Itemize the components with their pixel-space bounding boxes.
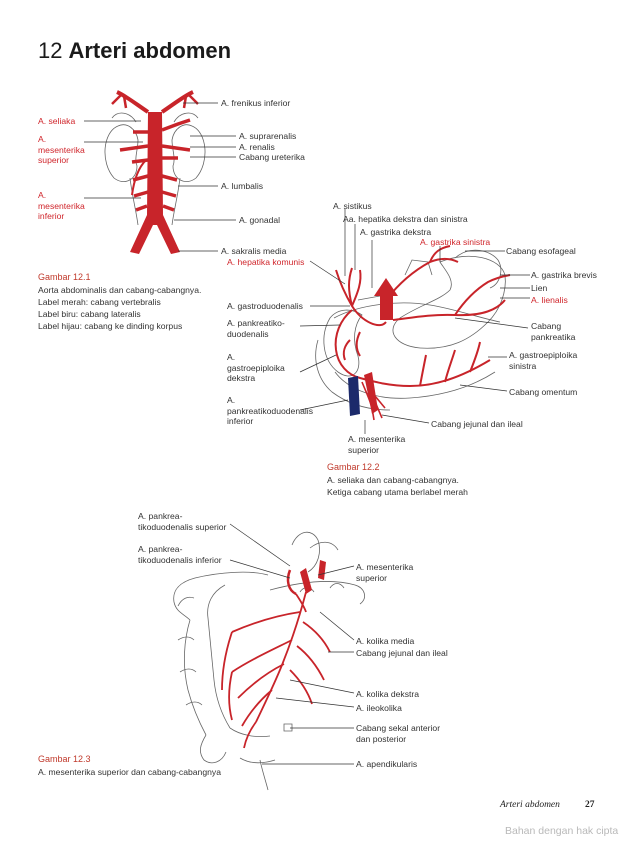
fig2-label-cabang-pankreatika: Cabang pankreatika <box>531 321 576 342</box>
fig2-label-pankreatikoduodenalis-inferior: A. pankreatikoduodenalis inferior <box>227 395 314 426</box>
fig2-label-pankreatiko-duodenalis: A. pankreatiko- duodenalis <box>227 318 285 339</box>
fig2-label-gastroduodenalis: A. gastroduodenalis <box>227 301 303 311</box>
fig2-label-cabang-esofageal: Cabang esofageal <box>506 246 576 256</box>
fig3-label-pankreatikoduodenalis-inferior: A. pankrea- tikoduodenalis inferior <box>138 544 222 565</box>
fig1-label-gonadal: A. gonadal <box>239 215 281 225</box>
fig2-label-hepatika-komunis: A. hepatika komunis <box>227 257 305 267</box>
fig2-caption-head: Gambar 12.2 <box>327 462 380 472</box>
fig3-label-cabang-jejunal-ileal: Cabang jejunal dan ileal <box>356 648 448 658</box>
chapter-number: 12 <box>38 38 63 63</box>
fig2-label-gastroepiploika-sinistra: A. gastroepiploika sinistra <box>509 350 578 371</box>
fig1-caption-line: Label biru: cabang lateralis <box>38 309 141 319</box>
footer-section-title: Arteri abdomen <box>500 800 560 810</box>
fig1-label-seliaka: A. seliaka <box>38 116 76 126</box>
fig2-caption-line: A. seliaka dan cabang-cabangnya. <box>327 475 459 485</box>
fig1-label-cabang-ureterika: Cabang ureterika <box>239 152 305 162</box>
fig3-caption-line: A. mesenterika superior dan cabang-caban… <box>38 767 221 777</box>
fig1-label-mesenterika-superior: A. mesenterika superior <box>38 134 85 165</box>
fig2-label-cabang-omentum: Cabang omentum <box>509 387 578 397</box>
fig1-caption-head: Gambar 12.1 <box>38 272 91 282</box>
fig1-label-renalis: A. renalis <box>239 142 275 152</box>
fig1-leader-lines <box>84 102 236 252</box>
fig3-label-ileokolika: A. ileokolika <box>356 703 402 713</box>
fig2-label-cabang-jejunal-ileal: Cabang jejunal dan ileal <box>431 419 523 429</box>
fig3-colon <box>173 531 365 791</box>
fig2-label-gastrika-sinistra: A. gastrika sinistra <box>420 237 491 247</box>
fig1-label-lumbalis: A. lumbalis <box>221 181 264 191</box>
fig1-kidneys <box>104 112 206 226</box>
fig2-label-gastrika-dekstra: A. gastrika dekstra <box>360 227 432 237</box>
fig1-caption-line: Aorta abdominalis dan cabang-cabangnya. <box>38 285 202 295</box>
fig2-label-sistikus: A. sistikus <box>333 201 372 211</box>
footer-page-number: 27 <box>585 800 595 810</box>
fig3-leader-lines <box>229 523 355 765</box>
fig1-aorta <box>111 90 199 254</box>
fig3-label-pankreatikoduodenalis-superior: A. pankrea- tikoduodenalis superior <box>138 511 227 532</box>
fig2-caption-line: Ketiga cabang utama berlabel merah <box>327 487 468 497</box>
fig3-label-apendikularis: A. apendikularis <box>356 759 418 769</box>
fig1-label-mesenterika-inferior: A. mesenterika inferior <box>38 190 85 221</box>
fig3-caption-head: Gambar 12.3 <box>38 754 91 764</box>
fig3-label-kolika-dekstra: A. kolika dekstra <box>356 689 420 699</box>
fig2-arteries <box>334 245 511 421</box>
fig1-caption-line: Label merah: cabang vertebralis <box>38 297 161 307</box>
fig3-label-kolika-media: A. kolika media <box>356 636 415 646</box>
fig1-label-frenikus-inferior: A. frenikus inferior <box>221 98 291 108</box>
chapter-title: Arteri abdomen <box>68 38 232 63</box>
fig1-label-suprarenalis: A. suprarenalis <box>239 131 297 141</box>
fig1-caption-line: Label hijau: cabang ke dinding korpus <box>38 321 183 331</box>
fig3-label-mesenterika-superior: A. mesenterika superior <box>356 562 414 583</box>
fig2-label-lien: Lien <box>531 283 548 293</box>
fig2-label-lienalis: A. lienalis <box>531 295 568 305</box>
copyright-watermark: Bahan dengan hak cipta <box>505 825 619 837</box>
fig2-label-mesenterika-superior: A. mesenterika superior <box>348 434 406 455</box>
fig2-label-gastroepiploika-dekstra: A. gastroepiploika dekstra <box>227 352 285 383</box>
fig3-arteries <box>221 560 331 749</box>
fig1-label-sakralis-media: A. sakralis media <box>221 246 287 256</box>
fig2-label-hepatika-dekstra-sinistra: Aa. hepatika dekstra dan sinistra <box>343 214 468 224</box>
fig2-label-gastrika-brevis: A. gastrika brevis <box>531 270 597 280</box>
fig2-leader-lines <box>299 209 530 434</box>
fig3-label-cabang-sekal: Cabang sekal anterior dan posterior <box>356 723 441 744</box>
